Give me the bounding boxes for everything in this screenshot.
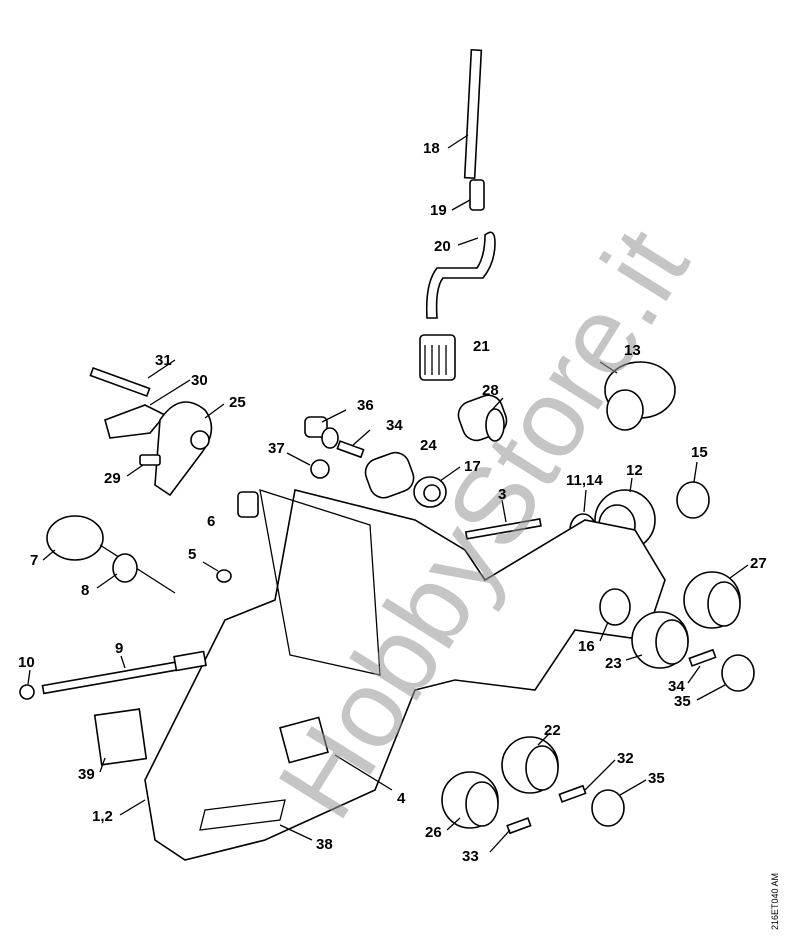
callout-11-14: 11,14 — [566, 472, 603, 489]
callout-12: 12 — [626, 462, 643, 479]
fuel-filter-21 — [419, 334, 456, 381]
buffer-22 — [501, 736, 559, 794]
callout-19: 19 — [430, 202, 447, 219]
part-36 — [304, 416, 339, 449]
callout-33: 33 — [462, 848, 479, 865]
callout-3: 3 — [498, 486, 507, 503]
callout-26: 26 — [425, 824, 442, 841]
fitting-19 — [469, 179, 485, 211]
plug-37 — [310, 459, 330, 479]
bolt-3 — [464, 518, 542, 540]
callout-29: 29 — [104, 470, 121, 487]
pickup-hose — [463, 48, 483, 180]
leader-lines — [27, 134, 749, 853]
callout-9: 9 — [115, 640, 124, 657]
cover-25 — [154, 401, 213, 497]
callout-35-top: 35 — [674, 693, 691, 710]
washer-5 — [216, 569, 232, 583]
callout-1-2: 1,2 — [92, 808, 113, 825]
callout-8: 8 — [81, 582, 90, 599]
ring-17 — [413, 476, 447, 508]
screw-34-bottom — [688, 648, 717, 667]
buffer-27 — [683, 571, 741, 629]
shaft-9 — [41, 650, 207, 695]
screw-34-top — [336, 440, 365, 459]
clamp-15 — [676, 481, 710, 519]
callout-35-bottom: 35 — [648, 770, 665, 787]
callout-6: 6 — [207, 513, 216, 530]
callout-27: 27 — [750, 555, 767, 572]
callout-16: 16 — [578, 638, 595, 655]
callout-13: 13 — [624, 342, 641, 359]
callout-39: 39 — [78, 766, 95, 783]
callout-15: 15 — [691, 444, 708, 461]
part-6 — [237, 491, 259, 518]
buffer-24 — [364, 451, 415, 499]
callout-37: 37 — [268, 440, 285, 457]
callout-7: 7 — [30, 552, 39, 569]
screw-33 — [506, 817, 532, 835]
callout-20: 20 — [434, 238, 451, 255]
callout-38: 38 — [316, 836, 333, 853]
cap-35-top — [721, 654, 755, 692]
drawing-code: 216ET040 AM — [770, 872, 780, 930]
callout-34-top: 34 — [386, 417, 403, 434]
ring-16 — [599, 588, 631, 626]
buffer-23 — [631, 611, 689, 669]
callout-31: 31 — [155, 352, 172, 369]
o-ring-8 — [112, 553, 138, 583]
sleeve-10 — [19, 684, 35, 700]
callout-17: 17 — [464, 458, 481, 475]
callout-36: 36 — [357, 397, 374, 414]
callout-18: 18 — [423, 140, 440, 157]
callout-21: 21 — [473, 338, 490, 355]
callout-4: 4 — [397, 790, 406, 807]
screw-31 — [89, 366, 151, 398]
callout-28: 28 — [482, 382, 499, 399]
fuel-hose-20 — [425, 231, 496, 319]
screw-32 — [558, 784, 587, 803]
callout-24: 24 — [420, 437, 437, 454]
callout-25: 25 — [229, 394, 246, 411]
callout-22: 22 — [544, 722, 561, 739]
bracket-30 — [104, 404, 167, 439]
callout-23: 23 — [605, 655, 622, 672]
oil-pump-7 — [46, 515, 176, 594]
callout-30: 30 — [191, 372, 208, 389]
callout-5: 5 — [188, 546, 197, 563]
intake-boot-13 — [604, 361, 676, 431]
label-39 — [93, 708, 148, 766]
screw-29 — [139, 454, 161, 466]
callout-34-bottom: 34 — [668, 678, 685, 695]
buffer-26 — [441, 771, 499, 829]
callout-10: 10 — [18, 654, 35, 671]
crankcase-housing — [144, 489, 666, 861]
cap-35-bottom — [591, 789, 625, 827]
callout-32: 32 — [617, 750, 634, 767]
